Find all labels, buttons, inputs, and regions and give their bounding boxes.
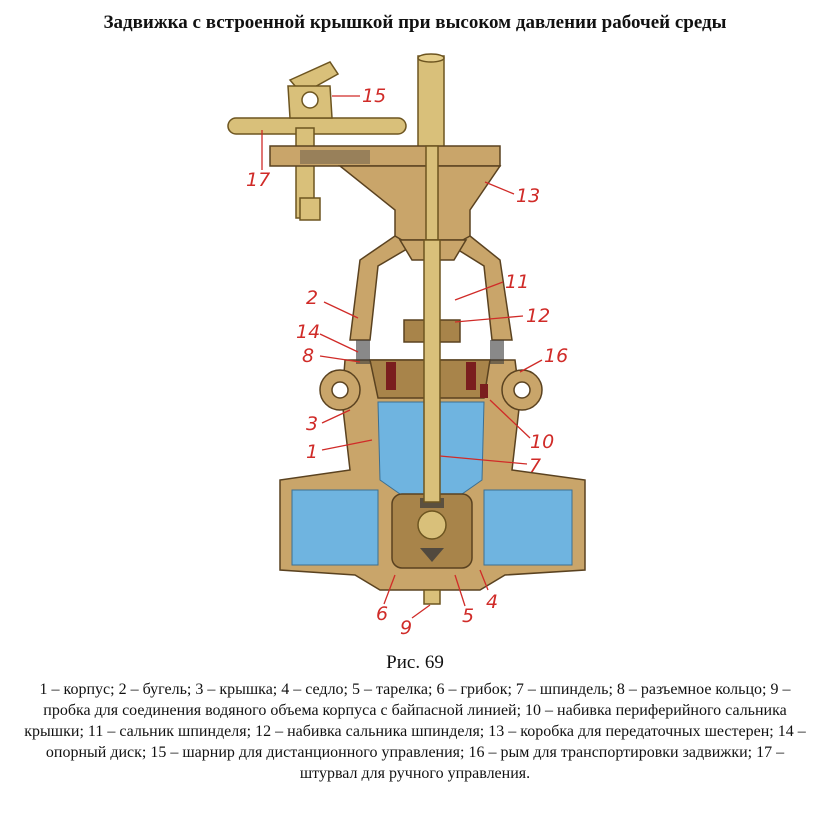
- spindle: [423, 239, 441, 503]
- callout-12: 12: [526, 305, 550, 327]
- callout-13: 13: [516, 185, 540, 207]
- callout-11: 11: [505, 271, 529, 293]
- figure-caption: Рис. 69: [386, 652, 444, 673]
- callout-4: 4: [486, 591, 498, 613]
- callout-10: 10: [530, 431, 554, 453]
- callout-numbers: 15 17 13 11 12 2 14 8 16 3 1 10 7 4 5 6 …: [246, 85, 568, 639]
- callout-16: 16: [544, 345, 568, 367]
- gate-valve-figure: 15 17 13 11 12 2 14 8 16 3 1 10 7 4 5 6 …: [227, 53, 586, 639]
- gear-box: [269, 145, 502, 241]
- callout-leaders: [261, 95, 543, 619]
- callout-1: 1: [306, 441, 318, 463]
- callout-15: 15: [362, 85, 386, 107]
- callout-2: 2: [306, 287, 318, 309]
- callout-9: 9: [400, 617, 412, 639]
- diagram-title: Задвижка с встроенной крышкой при высоко…: [103, 12, 727, 33]
- callout-8: 8: [302, 345, 314, 367]
- callout-7: 7: [529, 455, 541, 477]
- callout-3: 3: [306, 413, 318, 435]
- callout-5: 5: [462, 605, 474, 627]
- yoke: [349, 235, 513, 341]
- callout-6: 6: [376, 603, 388, 625]
- figure-legend: 1 – корпус; 2 – бугель; 3 – крышка; 4 – …: [24, 681, 806, 782]
- callout-14: 14: [296, 321, 320, 343]
- remote-hinge: [287, 61, 340, 119]
- callout-17: 17: [246, 169, 270, 191]
